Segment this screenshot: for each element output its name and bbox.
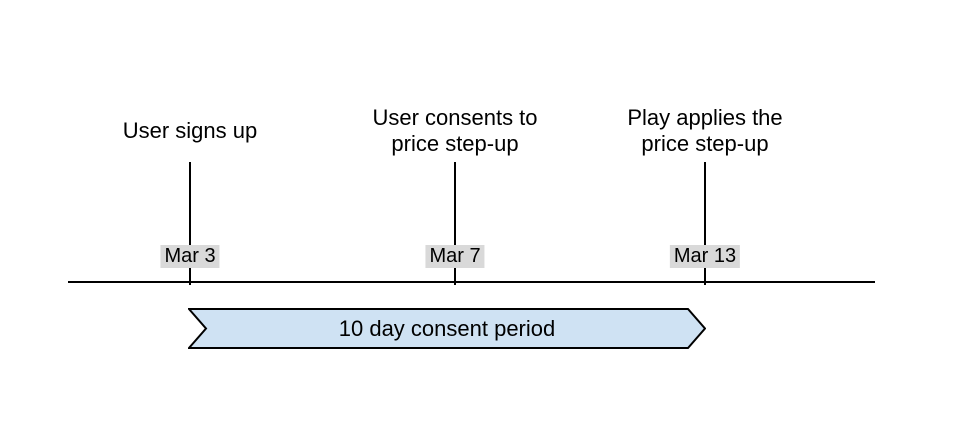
event-connector-line bbox=[704, 162, 706, 285]
timeline-axis bbox=[68, 281, 875, 283]
event-date-badge: Mar 13 bbox=[669, 245, 741, 268]
consent-period-banner: 10 day consent period bbox=[188, 308, 706, 349]
banner-arrow-shape bbox=[188, 308, 706, 349]
event-label: User consents to price step-up bbox=[372, 105, 538, 156]
event-date-badge: Mar 3 bbox=[160, 245, 220, 268]
consent-period-label: 10 day consent period bbox=[338, 315, 556, 341]
event-label: Play applies the price step-up bbox=[627, 105, 783, 156]
event-label: User signs up bbox=[122, 118, 258, 143]
event-connector-line bbox=[454, 162, 456, 285]
banner-arrow-polygon bbox=[188, 308, 706, 349]
event-date-badge: Mar 7 bbox=[425, 245, 485, 268]
event-connector-line bbox=[189, 162, 191, 285]
